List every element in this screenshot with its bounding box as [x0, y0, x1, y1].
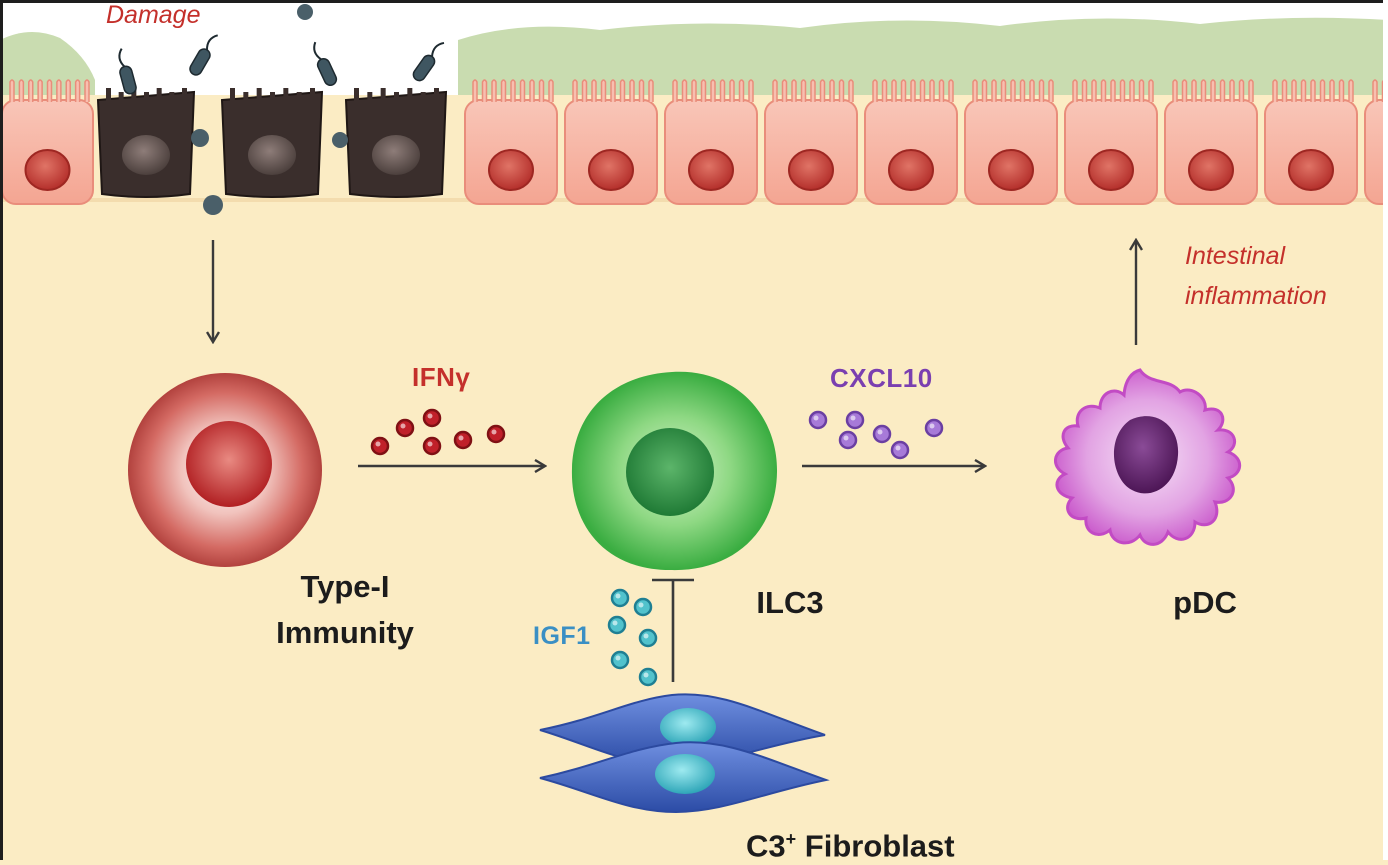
inhibition-bar: [652, 578, 694, 682]
fibroblast-label-suffix: Fibroblast: [796, 828, 955, 864]
cytokine-dot: [395, 418, 415, 438]
ilc3-label: ILC3: [756, 585, 824, 620]
cytokine-dot: [610, 588, 630, 608]
type-i-immune-cell: [128, 373, 322, 567]
fibroblast-label-sup: +: [785, 829, 797, 849]
type-i-label-line1: Type-I: [300, 569, 390, 604]
bacteria: [118, 4, 445, 215]
frame-top-edge: [0, 0, 1388, 3]
igf1-molecules: [607, 588, 658, 687]
debris-particle: [332, 132, 348, 148]
epithelial-cell: [1164, 79, 1258, 205]
cytokine-dot: [422, 408, 442, 428]
cytokine-dot: [638, 628, 658, 648]
epithelial-cell: [1264, 79, 1358, 205]
epithelial-cell: [664, 79, 758, 205]
damaged-cell: [96, 88, 196, 198]
ifng-label: IFNγ: [412, 362, 471, 392]
cytokine-dot: [453, 430, 473, 450]
cytokine-dot: [610, 650, 630, 670]
debris-particle: [297, 4, 313, 20]
cytokine-dot: [838, 430, 858, 450]
epithelial-cell: [564, 79, 658, 205]
cytokine-dot: [924, 418, 944, 438]
debris-particle: [191, 129, 209, 147]
damaged-epithelial-cells: [96, 88, 448, 198]
fibroblast-label-prefix: C3: [746, 828, 786, 864]
cytokine-dot: [808, 410, 828, 430]
cytokine-dot: [638, 667, 658, 687]
epithelial-cell: [1, 79, 94, 205]
damaged-cell: [220, 88, 324, 198]
damaged-cell: [344, 88, 448, 198]
bacterium: [189, 34, 219, 76]
cytokine-dot: [633, 597, 653, 617]
bacterium: [118, 48, 137, 95]
c3-fibroblast-cells: [539, 693, 830, 814]
cxcl10-molecules: [808, 410, 944, 460]
cytokine-dot: [845, 410, 865, 430]
frame-left-edge: [0, 0, 3, 860]
intestinal-label: Intestinal: [1185, 242, 1286, 270]
pdc-cell: [1054, 368, 1242, 546]
inflammation-label: inflammation: [1185, 282, 1327, 310]
mucus-layer-right: [458, 17, 1388, 95]
epithelial-cell: [464, 79, 558, 205]
cytokine-dot: [422, 436, 442, 456]
cytokine-dot: [370, 436, 390, 456]
debris-particle: [203, 195, 223, 215]
epithelial-cell: [1364, 79, 1388, 205]
fibroblast-label: C3+ Fibroblast: [746, 820, 955, 865]
igf1-label: IGF1: [533, 622, 591, 650]
ilc3-cell: [571, 371, 778, 571]
mucus-layer-left: [0, 31, 95, 95]
epithelial-cell: [964, 79, 1058, 205]
epithelial-cell: [764, 79, 858, 205]
cytokine-dot: [486, 424, 506, 444]
damage-label: Damage: [106, 1, 201, 29]
ifng-molecules: [370, 408, 506, 456]
cytokine-dot: [890, 440, 910, 460]
bacterium: [412, 41, 445, 82]
epithelial-cell: [1064, 79, 1158, 205]
pdc-label: pDC: [1173, 585, 1237, 620]
epithelial-cell: [864, 79, 958, 205]
cytokine-dot: [607, 615, 627, 635]
frame-right-edge: [1383, 0, 1388, 860]
bacterium: [313, 41, 338, 87]
epithelium: [1, 79, 1388, 205]
type-i-label-line2: Immunity: [276, 615, 414, 650]
cxcl10-label: CXCL10: [830, 363, 933, 393]
cytokine-dot: [872, 424, 892, 444]
